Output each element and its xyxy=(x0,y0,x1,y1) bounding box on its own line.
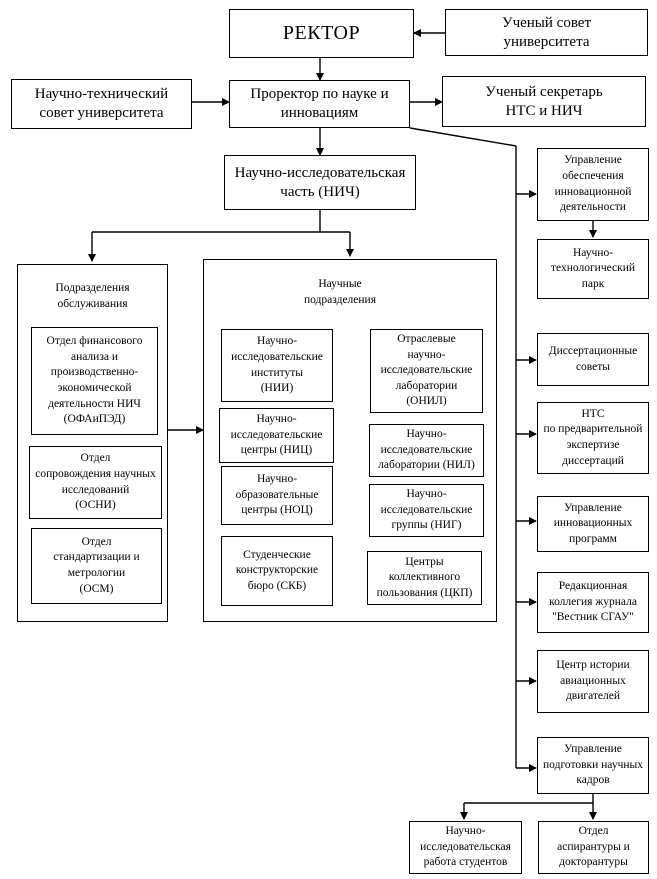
editorial-board-box: Редакционная коллегия журнала "Вестник С… xyxy=(537,572,649,633)
scientific-secretary-box: Ученый секретарь НТС и НИЧ xyxy=(442,76,646,127)
ntc-expertise-box: НТС по предварительной экспертизе диссер… xyxy=(537,402,649,474)
line-vice-spine xyxy=(409,127,517,147)
student-research-box: Научно- исследовательская работа студент… xyxy=(409,821,522,874)
technology-park-box: Научно- технологический парк xyxy=(537,239,649,299)
science-units-title: Научные подразделения xyxy=(303,278,376,306)
dissertation-councils-box: Диссертационные советы xyxy=(537,333,649,386)
science-unit-nig: Научно- исследовательские группы (НИГ) xyxy=(369,484,484,537)
service-units-title: Подразделения обслуживания xyxy=(55,282,130,310)
science-unit-nil: Научно- исследовательские лаборатории (Н… xyxy=(369,424,484,477)
postgraduate-department-box: Отдел аспирантуры и докторантуры xyxy=(538,821,649,874)
innovation-management-box: Управление обеспечения инновационной дея… xyxy=(537,148,649,221)
science-unit-ckp: Центры коллективного пользования (ЦКП) xyxy=(367,551,482,605)
research-part-box: Научно-исследовательская часть (НИЧ) xyxy=(224,155,416,210)
aviation-engines-history-box: Центр истории авиационных двигателей xyxy=(537,650,649,713)
rector-box: РЕКТОР xyxy=(229,9,414,58)
innovation-programs-box: Управление инновационных программ xyxy=(537,496,649,552)
science-unit-skb: Студенческие конструкторские бюро (СКБ) xyxy=(221,536,333,606)
vice-rector-box: Проректор по науке и инновациям xyxy=(229,80,410,128)
scientific-personnel-box: Управление подготовки научных кадров xyxy=(537,737,649,794)
science-unit-nii: Научно- исследовательские институты (НИИ… xyxy=(221,329,333,402)
science-unit-noc: Научно- образовательные центры (НОЦ) xyxy=(221,466,333,525)
service-unit-osni: Отдел сопровождения научных исследований… xyxy=(29,446,162,519)
science-unit-nic: Научно- исследовательские центры (НИЦ) xyxy=(219,408,334,463)
service-unit-osm: Отдел стандартизации и метрологии (ОСМ) xyxy=(31,528,162,604)
service-unit-ofaiped: Отдел финансового анализа и производстве… xyxy=(31,327,158,435)
sci-tech-council-box: Научно-технический совет университета xyxy=(11,79,192,129)
academic-council-box: Ученый совет университета xyxy=(445,9,648,56)
science-unit-onil: Отраслевые научно- исследовательские лаб… xyxy=(370,329,483,413)
